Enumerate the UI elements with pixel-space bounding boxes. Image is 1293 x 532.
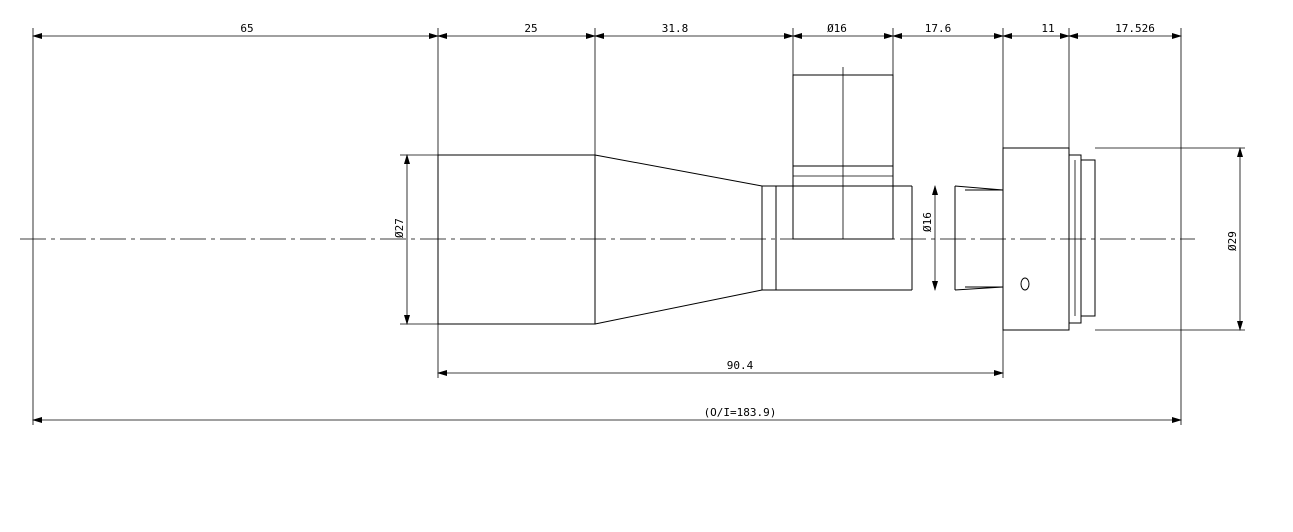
ring [761,185,777,291]
dim-dia-16: Ø16 [921,212,934,232]
dim-90-4: 90.4 [727,359,754,372]
front-barrel [437,154,596,325]
dim-11: 11 [1041,22,1054,35]
tapered-section [594,154,763,325]
dim-dia-29: Ø29 [1226,231,1239,251]
dim-17-6: 17.6 [925,22,952,35]
dim-dia-27: Ø27 [393,218,406,238]
dim-total: (O/I=183.9) [704,406,777,419]
tube-body [776,185,912,291]
diameter-dimensions: Ø27 Ø16 Ø29 [393,147,1245,331]
dim-knob-dia: Ø16 [827,22,847,35]
top-dimensions: 65 25 31.8 Ø16 17.6 11 17.526 [32,22,1182,425]
dim-25: 25 [524,22,537,35]
screw-mark [1020,277,1030,291]
lens-body [437,67,1096,331]
dim-65: 65 [240,22,253,35]
dim-17-526: 17.526 [1115,22,1155,35]
dim-31-8: 31.8 [662,22,689,35]
bottom-dimensions: 90.4 (O/I=183.9) [32,324,1182,423]
